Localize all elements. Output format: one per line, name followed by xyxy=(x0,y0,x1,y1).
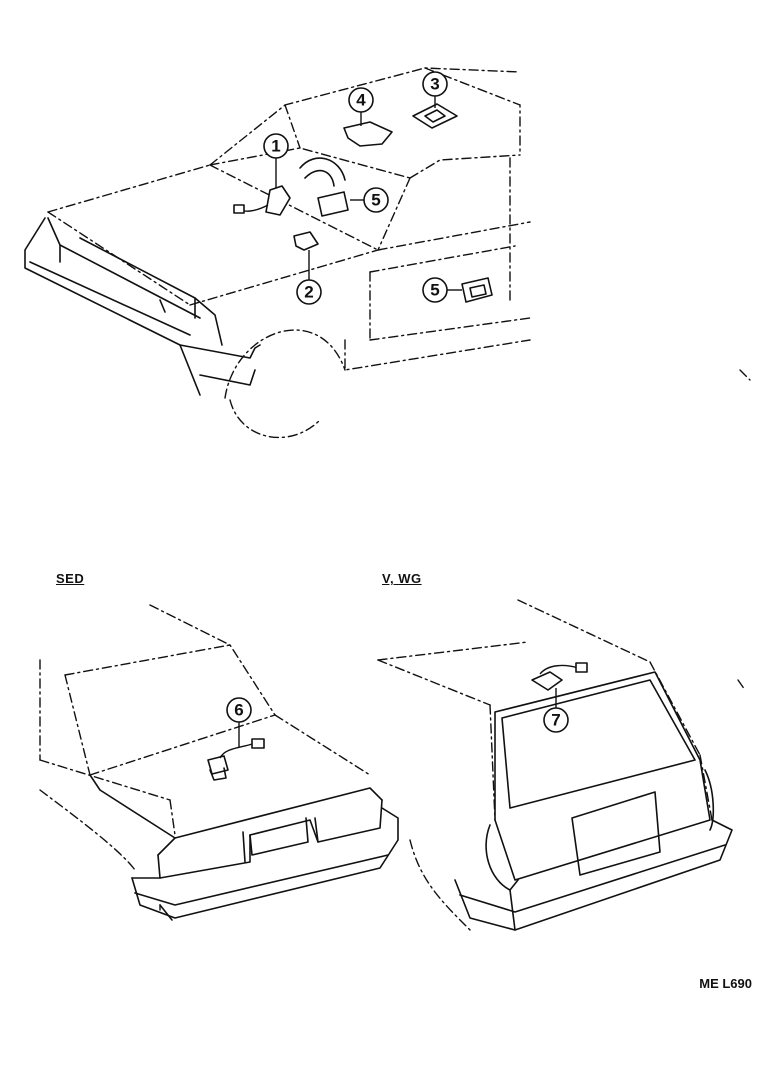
part-7-wagon-license-lamp xyxy=(531,662,588,708)
callout-2: 2 xyxy=(296,279,322,305)
callout-6: 6 xyxy=(226,697,252,723)
callout-4: 4 xyxy=(348,87,374,113)
figure-code: ME L690 xyxy=(699,976,752,991)
callout-2-text: 2 xyxy=(304,283,313,302)
callout-6-text: 6 xyxy=(234,701,243,720)
callout-3-text: 3 xyxy=(430,75,439,94)
callout-1-text: 1 xyxy=(271,137,280,156)
part-3-dome-lamp xyxy=(412,103,458,129)
callout-7: 7 xyxy=(543,707,569,733)
callout-3: 3 xyxy=(422,71,448,97)
callout-5-upper-text: 5 xyxy=(371,191,380,210)
callout-5-door-text: 5 xyxy=(430,281,439,300)
part-4-room-lamp xyxy=(343,121,393,147)
wagon-rear-view xyxy=(377,599,746,931)
sedan-label: SED xyxy=(56,571,85,586)
callout-5-upper: 5 xyxy=(363,187,389,213)
callout-1: 1 xyxy=(263,133,289,159)
front-car-view xyxy=(24,67,751,439)
part-5-side-marker-door xyxy=(461,277,493,303)
sedan-rear-view xyxy=(39,604,399,921)
van-wagon-label: V, WG xyxy=(382,571,422,586)
callout-7-text: 7 xyxy=(551,711,560,730)
part-1-headlamp-socket xyxy=(233,185,291,216)
part-5-side-marker-upper xyxy=(299,157,349,217)
callout-5-door: 5 xyxy=(422,277,448,303)
callout-4-text: 4 xyxy=(356,91,366,110)
part-2-lamp-socket xyxy=(293,231,319,251)
part-6-license-lamp xyxy=(207,722,265,781)
